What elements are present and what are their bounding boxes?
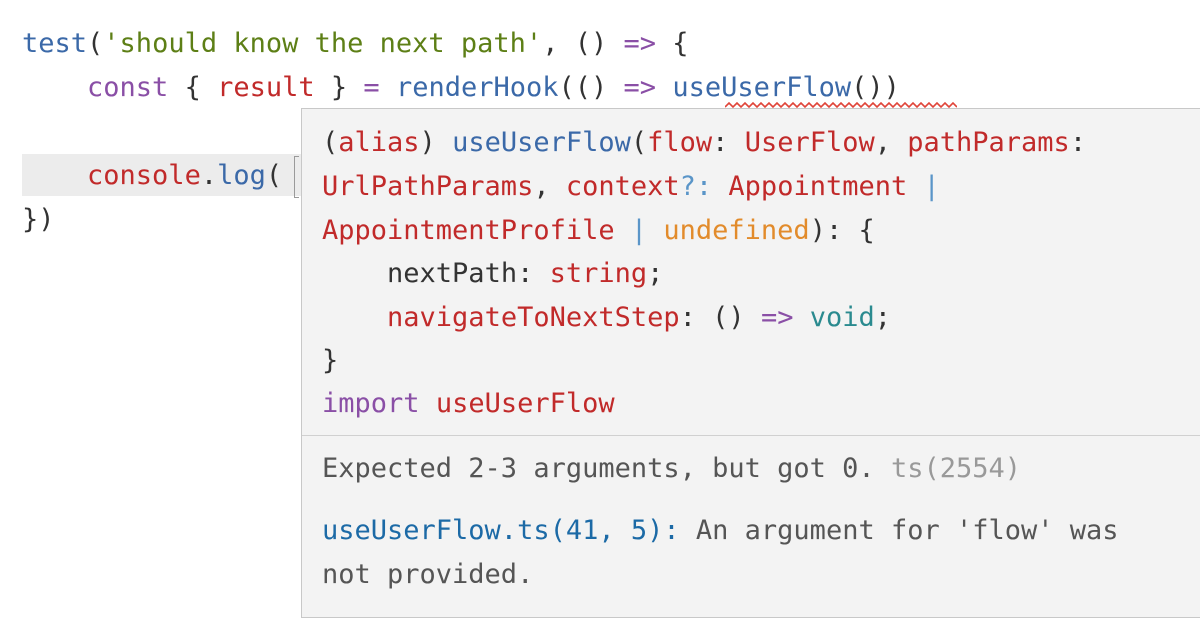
space	[380, 72, 396, 103]
token-args: (()	[558, 72, 624, 103]
param-pathparams: pathParams	[907, 127, 1070, 158]
import-keyword: import	[322, 388, 420, 419]
close-brace: }	[322, 345, 339, 376]
code-line-1[interactable]: test('should know the next path', () => …	[22, 22, 689, 66]
hover-divider	[302, 435, 1200, 436]
arrow: =>	[760, 302, 794, 333]
related-message: An argument for 'flow' was	[679, 515, 1119, 546]
token-console: console	[87, 160, 201, 191]
type-userflow: UserFlow	[744, 127, 875, 158]
current-line-highlight	[22, 154, 312, 196]
close-brace: ): {	[809, 215, 875, 246]
indent	[22, 72, 87, 103]
paren: (	[630, 127, 648, 158]
error-code: ts(2554)	[874, 453, 1021, 484]
signature-line-5: navigateToNextStep: () => void;	[322, 296, 891, 340]
token-arrow: =>	[623, 72, 657, 103]
code-line-4[interactable]: console.log(	[22, 154, 282, 198]
prop-nextpath: nextPath	[387, 258, 518, 289]
token-paren: (	[265, 160, 283, 191]
semicolon: ;	[874, 302, 892, 333]
type-appointmentprofile: AppointmentProfile	[322, 215, 615, 246]
token-paren: (	[87, 28, 104, 59]
space	[656, 72, 672, 103]
token-string: 'should know the next path'	[103, 28, 543, 59]
token-dot: .	[200, 160, 218, 191]
signature-line-3: AppointmentProfile | undefined): {	[322, 209, 875, 253]
param-flow: flow	[647, 127, 713, 158]
related-file-link[interactable]: useUserFlow.ts(41, 5)	[322, 515, 664, 546]
import-name: useUserFlow	[435, 388, 615, 419]
error-squiggle	[725, 101, 957, 109]
semicolon: ;	[647, 258, 664, 289]
error-message: Expected 2-3 arguments, but got 0. ts(25…	[322, 447, 1021, 491]
code-line-5[interactable]: })	[22, 198, 55, 242]
colon: :	[1069, 127, 1087, 158]
pipe: |	[614, 215, 664, 246]
type-void: void	[809, 302, 875, 333]
token-eq: =	[363, 72, 380, 103]
paren: )	[419, 127, 453, 158]
indent	[322, 258, 387, 289]
bracket-match-box	[294, 156, 299, 198]
token-test: test	[22, 28, 88, 59]
type-string: string	[549, 258, 648, 289]
colon: :	[712, 127, 745, 158]
token-close: })	[22, 204, 55, 235]
pipe: |	[907, 171, 940, 202]
type-undefined: undefined	[663, 215, 810, 246]
token-const: const	[87, 72, 169, 103]
related-info-line-1: useUserFlow.ts(41, 5): An argument for '…	[322, 509, 1119, 553]
type-urlpathparams: UrlPathParams	[322, 171, 534, 202]
optional-colon: ?:	[679, 171, 729, 202]
hover-tooltip: (alias) useUserFlow(flow: UserFlow, path…	[301, 108, 1200, 618]
token-result: result	[217, 72, 315, 103]
token-close: ())	[851, 72, 900, 103]
paren: (	[322, 127, 339, 158]
colon: :	[679, 302, 713, 333]
alias-keyword: alias	[338, 127, 420, 158]
token-rbrace: }	[314, 72, 364, 103]
signature-line-6: }	[322, 339, 338, 383]
comma: ,	[533, 171, 566, 202]
signature-line-2: UrlPathParams, context?: Appointment |	[322, 165, 940, 209]
colon: :	[517, 258, 550, 289]
token-lbrace: {	[168, 72, 218, 103]
related-message-cont: not provided.	[322, 559, 534, 590]
function-name: useUserFlow	[452, 127, 631, 158]
error-text: Expected 2-3 arguments, but got 0.	[322, 453, 875, 484]
space	[793, 302, 809, 333]
token-log: log	[217, 160, 266, 191]
token-useUserFlow[interactable]: useUserFlow	[672, 72, 852, 103]
colon: :	[663, 515, 680, 546]
import-line: import useUserFlow	[322, 382, 615, 426]
signature-line-1: (alias) useUserFlow(flow: UserFlow, path…	[322, 121, 1086, 165]
prop-navigate: navigateToNextStep	[387, 302, 680, 333]
token-args: ()	[574, 28, 624, 59]
indent	[22, 160, 87, 191]
token-brace: {	[656, 28, 689, 59]
signature-line-4: nextPath: string;	[322, 252, 663, 296]
type-appointment: Appointment	[728, 171, 908, 202]
token-renderHook: renderHook	[395, 72, 559, 103]
space	[420, 388, 436, 419]
args: ()	[712, 302, 761, 333]
related-info-line-2: not provided.	[322, 553, 533, 597]
comma: ,	[874, 127, 908, 158]
param-context: context	[565, 171, 680, 202]
token-comma: ,	[542, 28, 575, 59]
token-arrow: =>	[623, 28, 657, 59]
code-line-2[interactable]: const { result } = renderHook(() => useU…	[22, 66, 900, 110]
indent	[322, 302, 387, 333]
